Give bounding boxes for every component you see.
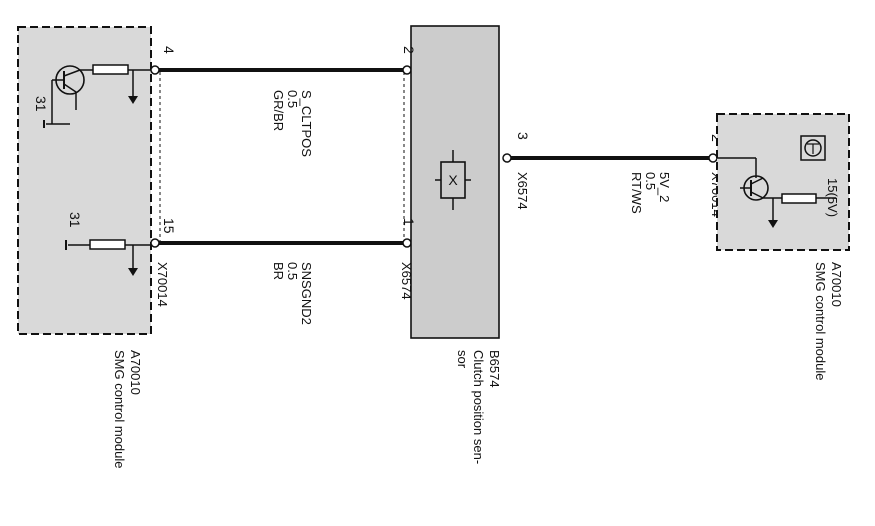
right-module-name: SMG control module [813,262,828,381]
left-resistor-upper [92,64,129,75]
wire2-gauge: 0.5 [285,262,300,280]
terminal-sensor-lower [402,238,412,248]
terminal-sensor-upper [402,65,412,75]
left-pin-upper: 4 [161,46,177,54]
left-arrow-lower [128,268,138,276]
right-arrow [768,220,778,228]
terminal-sensor-right [502,153,512,163]
left-ground-label-lower: 31 [67,212,83,228]
left-transistor [51,65,93,125]
sensor-name-line1: Clutch position sen- [471,350,486,464]
terminal-left-lower [150,238,160,248]
sensor-name-line2: sor [455,350,470,369]
right-transistor [717,157,836,222]
left-ground-icon-lower [65,240,90,250]
sensor-connector-right: X6574 [515,172,530,210]
left-ground-label-upper: 31 [33,96,49,112]
right-resistor [781,193,817,204]
right-module-id: A70010 [829,262,844,307]
terminal-left-upper [150,65,160,75]
sensor-box [410,25,500,339]
sensor-pin-lower: 1 [401,218,417,226]
wire1-gauge: 0.5 [285,90,300,108]
sensor-symbol-icon [435,150,471,210]
left-connector-label: X70014 [155,262,170,307]
wire2-signal: SNSGND2 [299,262,314,325]
left-pin-lower: 15 [161,218,177,234]
left-module-box [17,26,152,335]
left-arrow-upper [128,96,138,104]
right-module-box [716,113,850,251]
wire1-color: GR/BR [271,90,286,131]
right-supply-label: 15(5V) [825,178,840,217]
left-module-name: SMG control module [112,350,127,469]
terminal-right-module [708,153,718,163]
wire2-color: BR [271,262,286,280]
sensor-symbol-text: X [448,172,458,188]
wire3-gauge: 0.5 [643,172,658,190]
left-module-id: A70010 [128,350,143,395]
sensor-pin-upper: 2 [401,46,417,54]
left-ground-icon-upper [43,120,52,128]
wire3-color: RT/WS [629,172,644,214]
right-supply-icon [800,135,826,161]
wire3-signal: 5V_2 [657,172,672,202]
sensor-connector-left: X6574 [399,262,414,300]
left-resistor-lower [89,239,126,250]
sensor-pin-right: 3 [515,132,531,140]
sensor-id: B6574 [487,350,502,388]
wire1-signal: S_CLTPOS [299,90,314,157]
